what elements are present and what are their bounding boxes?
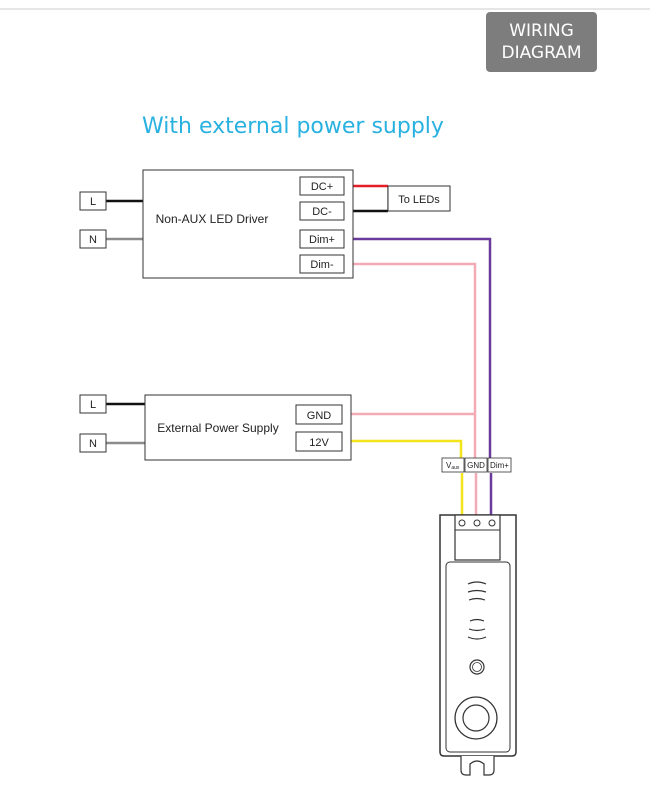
to-leds-box <box>387 185 451 212</box>
psu-l-label: L <box>90 399 96 411</box>
terminal-dim-minus <box>299 254 345 274</box>
terminal-dc-plus-label: DC+ <box>311 181 333 193</box>
psu-label: External Power Supply <box>157 421 278 435</box>
dimmer-terminal-vaux <box>441 457 465 473</box>
terminal-dim-plus-label: Dim+ <box>309 234 335 246</box>
psu-n-label: N <box>89 438 97 450</box>
indicator-arc-icon <box>467 581 487 640</box>
v12-wire <box>350 439 463 458</box>
terminal-12v-label: 12V <box>309 437 329 449</box>
badge-line-2: DIAGRAM <box>501 43 582 63</box>
terminal-dim-minus-label: Dim- <box>310 259 334 271</box>
dimmer-terminal-dim <box>487 457 512 473</box>
terminal-gnd <box>295 404 343 425</box>
terminal-dc-minus-label: DC- <box>312 206 332 218</box>
terminal-dc-plus <box>299 176 345 196</box>
terminal-dc-minus <box>299 201 345 221</box>
to-leds-label: To LEDs <box>398 194 440 206</box>
dimmer-terminal-gnd <box>464 457 488 473</box>
dimmer-terminal-gnd-label: GND <box>467 461 485 470</box>
psu-n-box <box>79 433 107 453</box>
driver-l-label: L <box>90 196 96 208</box>
indicator-button-inner <box>472 662 482 672</box>
terminal-dim-plus <box>299 229 345 249</box>
rotary-knob-inner <box>462 704 490 732</box>
driver-l-box <box>79 191 107 211</box>
terminal-gnd-label: GND <box>307 410 332 422</box>
top-divider <box>0 8 650 10</box>
psu-l-box <box>79 394 107 414</box>
dimmer-terminal-dim-label: Dim+ <box>490 461 509 470</box>
wiring-diagram-badge: WIRING DIAGRAM <box>486 12 597 72</box>
badge-line-1: WIRING <box>509 21 574 41</box>
diagram-heading: With external power supply <box>142 114 444 139</box>
driver-n-box <box>79 229 107 249</box>
dim-plus-wire <box>344 237 492 458</box>
dim-minus-wire <box>344 262 477 458</box>
dimmer-terminal-vaux-label: Vaux <box>446 461 460 471</box>
terminal-12v <box>295 431 343 452</box>
driver-label: Non-AUX LED Driver <box>156 212 269 226</box>
driver-n-label: N <box>89 234 97 246</box>
